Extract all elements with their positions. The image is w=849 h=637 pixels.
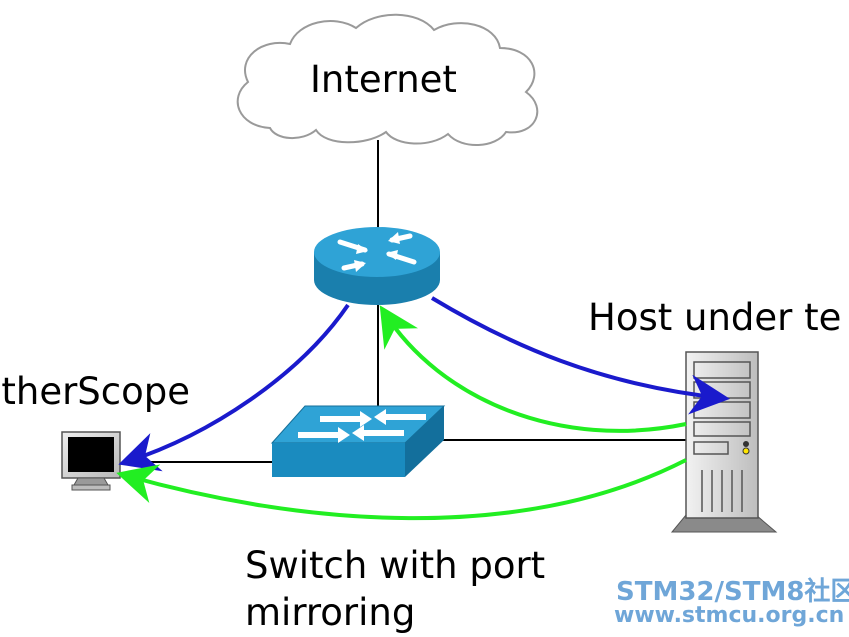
mirrored-traffic <box>116 305 687 521</box>
switch-label-line1: Switch with port <box>245 544 545 587</box>
arrow-host-to-etherscope <box>116 458 687 521</box>
watermark-line1: STM32/STM8社区 <box>616 576 849 607</box>
host-label: Host under te <box>588 296 841 339</box>
monitor-icon <box>61 431 121 491</box>
arrow-router-to-etherscope <box>118 303 350 472</box>
router-icon <box>314 227 440 305</box>
switch-label-line2: mirroring <box>245 591 415 634</box>
watermark-line2: www.stmcu.org.cn <box>614 603 844 628</box>
arrow-router-to-host <box>430 296 730 415</box>
cloud-icon <box>236 13 539 147</box>
internet-label: Internet <box>310 58 457 101</box>
etherscope-label: EtherScope <box>0 370 190 413</box>
forward-traffic <box>118 296 730 472</box>
server-icon <box>670 351 778 533</box>
switch-icon <box>270 405 446 477</box>
arrow-host-to-router <box>379 305 687 433</box>
